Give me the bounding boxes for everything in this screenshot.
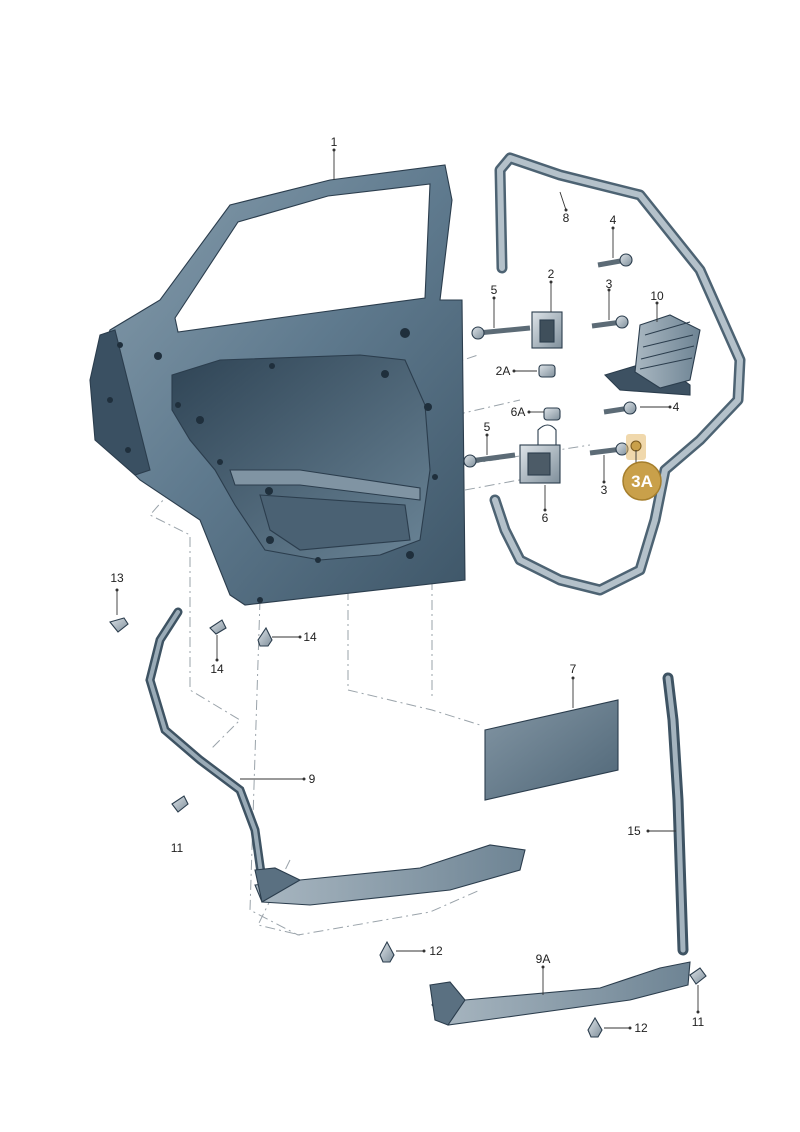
part-label-11-right: 11 xyxy=(692,1015,705,1029)
clips xyxy=(109,617,707,1038)
part-label-6a: 6A xyxy=(511,405,526,419)
edge-seal-15 xyxy=(662,672,689,956)
door-holes xyxy=(107,328,438,603)
clip-14-left xyxy=(209,619,227,635)
part-label-8: 8 xyxy=(563,211,570,225)
part-label-3-top: 3 xyxy=(606,277,613,291)
door-wedge-10 xyxy=(603,314,701,396)
clip-11-right xyxy=(689,967,707,985)
part-label-10: 10 xyxy=(650,289,664,303)
part-label-4-bottom: 4 xyxy=(673,400,680,414)
part-label-13: 13 xyxy=(110,571,124,585)
part-label-2: 2 xyxy=(548,267,555,281)
part-label-14-right: 14 xyxy=(303,630,317,644)
bolts xyxy=(463,253,646,468)
clip-11-left xyxy=(171,795,189,813)
sleeve-2a xyxy=(538,364,556,378)
sleeve-6a xyxy=(543,407,561,421)
clip-14-right xyxy=(257,626,273,647)
part-labels: 1 8 4 2 3 5 10 2A 6A 4 5 3 6 13 14 14 7 … xyxy=(110,135,704,1035)
part-label-7: 7 xyxy=(570,662,577,676)
clip-12-left xyxy=(379,940,395,963)
part-label-5-bottom: 5 xyxy=(484,420,491,434)
window-seal-8 xyxy=(489,152,746,596)
door-shell xyxy=(89,164,466,606)
part-label-14-below: 14 xyxy=(210,662,224,676)
clip-12-right xyxy=(587,1016,603,1038)
part-label-12-right: 12 xyxy=(634,1021,648,1035)
badge-3a: 3A xyxy=(622,461,662,501)
nut-3a xyxy=(626,434,646,460)
part-label-3a: 3A xyxy=(631,472,653,491)
part-label-12-left: 12 xyxy=(429,944,443,958)
bolt-3-bottom xyxy=(589,442,629,456)
part-label-1: 1 xyxy=(331,135,338,149)
bolt-4-bottom xyxy=(603,401,637,415)
bolt-5-top xyxy=(471,325,531,340)
part-label-5-top: 5 xyxy=(491,283,498,297)
insulation-pad-7 xyxy=(484,699,619,801)
bolt-4-top xyxy=(597,253,633,268)
bolt-5-bottom xyxy=(463,452,516,468)
door-check-6 xyxy=(519,407,561,484)
part-label-6: 6 xyxy=(542,511,549,525)
part-label-3-bottom: 3 xyxy=(601,483,608,497)
lower-seal-9 xyxy=(145,607,526,906)
part-label-4-top: 4 xyxy=(610,213,617,227)
part-label-9: 9 xyxy=(309,772,316,786)
hinge-2 xyxy=(531,311,563,378)
part-label-2a: 2A xyxy=(496,364,511,378)
part-label-11-left: 11 xyxy=(171,841,184,855)
bolt-3-top xyxy=(591,315,629,329)
lower-seal-9a xyxy=(429,961,691,1026)
part-label-15: 15 xyxy=(627,824,641,838)
clip-13 xyxy=(109,617,129,633)
part-label-9a: 9A xyxy=(536,952,551,966)
leader-lines xyxy=(115,148,700,1030)
